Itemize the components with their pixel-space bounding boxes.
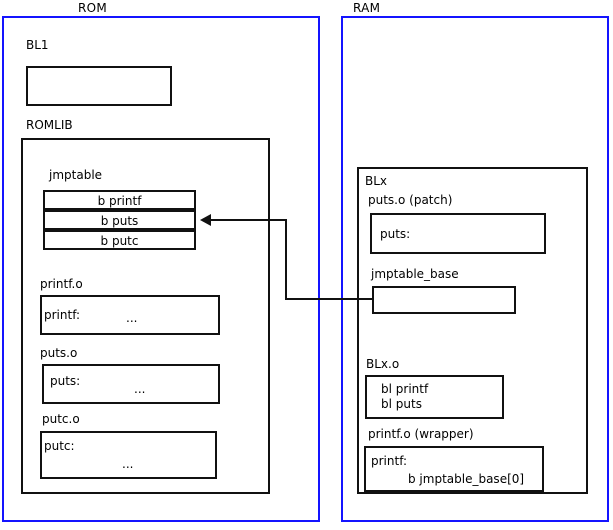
putc-o-ellipsis: ... xyxy=(122,457,134,471)
blx-o-line-bl-puts: bl puts xyxy=(381,397,422,411)
printf-wrapper-label: printf.o (wrapper) xyxy=(368,427,474,441)
printf-wrapper-symbol: printf: xyxy=(371,454,408,468)
connector-segment-horizontal-lower xyxy=(285,298,373,300)
puts-patch-label: puts.o (patch) xyxy=(368,193,453,207)
rom-region-label: ROM xyxy=(78,1,108,15)
jmptable-row-b-putc: b putc xyxy=(43,230,196,250)
printf-o-box: printf: ... xyxy=(40,295,220,335)
jmptable-row-text: b printf xyxy=(97,194,142,208)
rom-region-box xyxy=(2,16,320,522)
jmptable-label: jmptable xyxy=(49,168,103,182)
jmptable-row-b-puts: b puts xyxy=(43,210,196,230)
puts-o-symbol: puts: xyxy=(50,374,81,388)
puts-o-ellipsis: ... xyxy=(134,382,146,396)
putc-o-symbol: putc: xyxy=(44,439,75,453)
puts-patch-box: puts: xyxy=(370,213,546,254)
blx-label: BLx xyxy=(365,174,388,188)
blx-o-label: BLx.o xyxy=(366,357,400,371)
puts-o-box: puts: ... xyxy=(42,364,220,404)
printf-wrapper-branch: b jmptable_base[0] xyxy=(408,472,525,486)
ram-region-box xyxy=(341,16,609,522)
jmptable-row-b-printf: b printf xyxy=(43,190,196,210)
ram-region-label: RAM xyxy=(353,1,381,15)
puts-o-label: puts.o xyxy=(40,346,78,360)
jmptable-row-text: b puts xyxy=(100,214,139,228)
blx-o-box: bl printf bl puts xyxy=(365,375,504,419)
bl1-label: BL1 xyxy=(26,38,49,52)
printf-o-label: printf.o xyxy=(40,277,83,291)
blx-o-line-bl-printf: bl printf xyxy=(381,382,429,396)
jmptable-base-label: jmptable_base xyxy=(371,267,459,281)
romlib-label: ROMLIB xyxy=(26,118,73,132)
printf-o-symbol: printf: xyxy=(44,308,81,322)
printf-o-ellipsis: ... xyxy=(126,311,138,325)
jmptable-row-text: b putc xyxy=(100,234,139,248)
bl1-box xyxy=(26,66,172,106)
putc-o-box: putc: ... xyxy=(40,431,217,479)
connector-arrowhead-icon xyxy=(200,214,211,226)
puts-patch-symbol: puts: xyxy=(380,227,411,241)
connector-segment-horizontal-upper xyxy=(210,219,287,221)
putc-o-label: putc.o xyxy=(42,412,80,426)
connector-segment-vertical xyxy=(285,219,287,300)
jmptable-base-box xyxy=(372,286,516,314)
printf-wrapper-box: printf: b jmptable_base[0] xyxy=(364,446,544,492)
